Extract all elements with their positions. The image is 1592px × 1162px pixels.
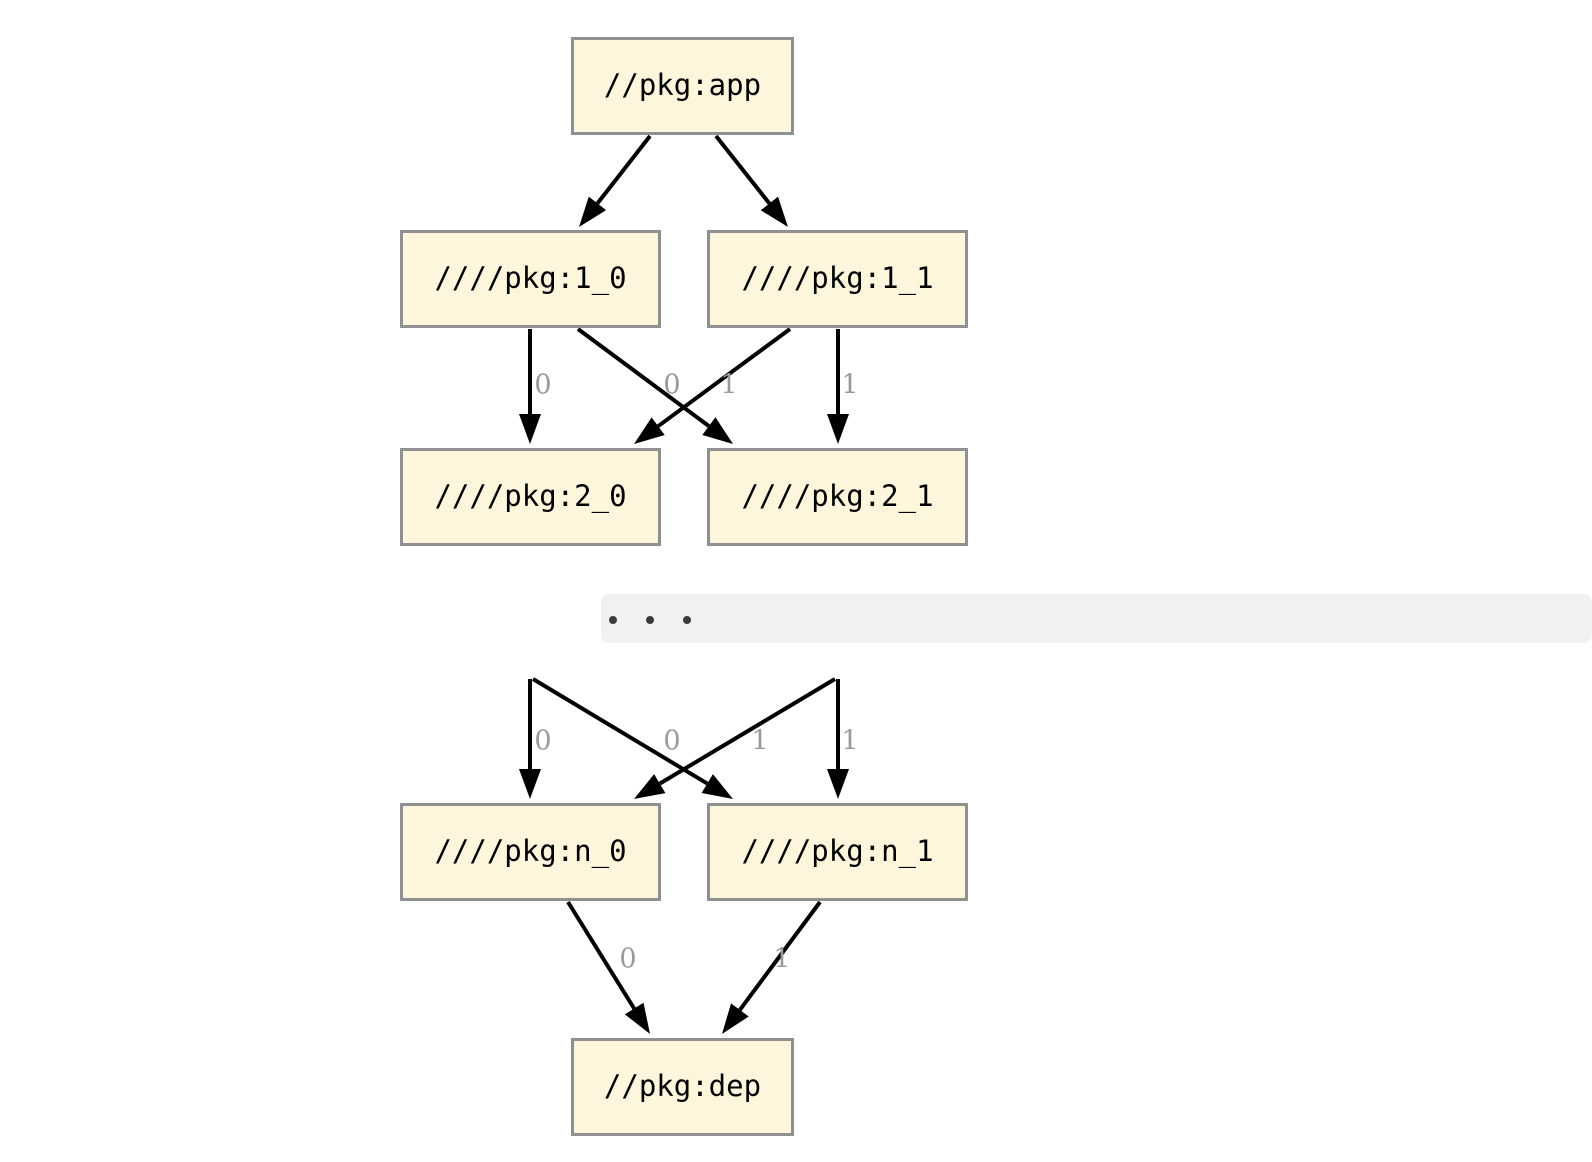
ellipsis-dot xyxy=(683,616,691,624)
graph-edge xyxy=(634,327,792,444)
graph-edge xyxy=(519,679,541,799)
edge-line xyxy=(576,327,711,428)
edge-label: 1 xyxy=(773,944,790,975)
edge-label: 0 xyxy=(619,944,636,975)
edge-arrowhead xyxy=(634,417,665,444)
edge-line xyxy=(595,134,652,205)
ellipsis-dot xyxy=(646,616,654,624)
node-box[interactable] xyxy=(400,230,661,328)
edge-label: 1 xyxy=(841,370,858,401)
node-label: ////pkg:1_0 xyxy=(434,261,626,296)
edge-arrowhead xyxy=(722,1003,749,1034)
graph-node-app[interactable]: //pkg:app xyxy=(571,37,794,135)
node-label: //pkg:app xyxy=(604,68,761,102)
nodes-layer: //pkg:app ////pkg:1_0 ////pkg:1_1 ////pkg:2… xyxy=(400,37,968,1136)
edge-label: 1 xyxy=(841,726,858,757)
edge-label: 0 xyxy=(663,370,680,401)
node-label: ////pkg:1_1 xyxy=(741,261,933,296)
edge-arrowhead xyxy=(702,417,733,444)
graph-node-2_0[interactable]: ////pkg:2_0 xyxy=(400,448,661,546)
graph-node-n_1[interactable]: ////pkg:n_1 xyxy=(707,803,968,901)
edge-arrowhead xyxy=(634,774,666,799)
node-label: //pkg:dep xyxy=(604,1069,761,1103)
graph-edge xyxy=(519,329,541,444)
graph-edge xyxy=(531,677,733,799)
node-box[interactable] xyxy=(707,230,968,328)
graph-node-dep[interactable]: //pkg:dep xyxy=(571,1038,794,1136)
edge-line xyxy=(656,327,792,428)
graph-node-2_1[interactable]: ////pkg:2_1 xyxy=(707,448,968,546)
edge-line xyxy=(531,677,709,786)
edge-label: 0 xyxy=(663,726,680,757)
edge-label: 0 xyxy=(534,370,551,401)
ellipsis-dot xyxy=(609,616,617,624)
graph-edge xyxy=(722,900,822,1034)
node-box[interactable] xyxy=(571,37,794,135)
graph-edge xyxy=(566,900,650,1034)
edge-line xyxy=(566,900,636,1010)
node-label: ////pkg:2_1 xyxy=(741,479,933,514)
node-label: ////pkg:n_0 xyxy=(434,834,626,869)
graph-edge xyxy=(634,677,837,799)
graph-edge xyxy=(827,679,849,799)
edge-arrowhead xyxy=(624,1002,650,1034)
edge-arrowhead xyxy=(519,414,541,444)
edge-label: 1 xyxy=(720,370,737,401)
node-box[interactable] xyxy=(571,1038,794,1136)
edge-arrowhead xyxy=(579,196,607,227)
node-box[interactable] xyxy=(400,803,661,901)
edge-line xyxy=(658,677,837,786)
graph-edge xyxy=(827,329,849,444)
node-box[interactable] xyxy=(707,803,968,901)
ellipsis-dots xyxy=(609,616,720,624)
node-label: ////pkg:n_1 xyxy=(741,834,933,869)
edge-arrowhead xyxy=(827,414,849,444)
graph-edge xyxy=(579,134,652,227)
edge-line xyxy=(714,134,771,205)
edge-label: 1 xyxy=(751,726,768,757)
edge-arrowhead xyxy=(760,196,788,227)
graph-node-1_0[interactable]: ////pkg:1_0 xyxy=(400,230,661,328)
edge-line xyxy=(738,900,822,1012)
edge-labels-layer: 0 0 1 1 0 0 1 1 0 1 xyxy=(534,370,858,975)
edge-arrowhead xyxy=(701,774,733,799)
graph-edge xyxy=(714,134,788,227)
edge-label: 0 xyxy=(534,726,551,757)
ellipsis-separator-band xyxy=(601,594,1592,643)
edge-arrowhead xyxy=(519,769,541,799)
graph-edge xyxy=(576,327,733,444)
node-label: ////pkg:2_0 xyxy=(434,479,626,514)
graph-node-1_1[interactable]: ////pkg:1_1 xyxy=(707,230,968,328)
edges-layer xyxy=(519,134,849,1034)
node-box[interactable] xyxy=(707,448,968,546)
graph-node-n_0[interactable]: ////pkg:n_0 xyxy=(400,803,661,901)
edge-arrowhead xyxy=(827,769,849,799)
node-box[interactable] xyxy=(400,448,661,546)
